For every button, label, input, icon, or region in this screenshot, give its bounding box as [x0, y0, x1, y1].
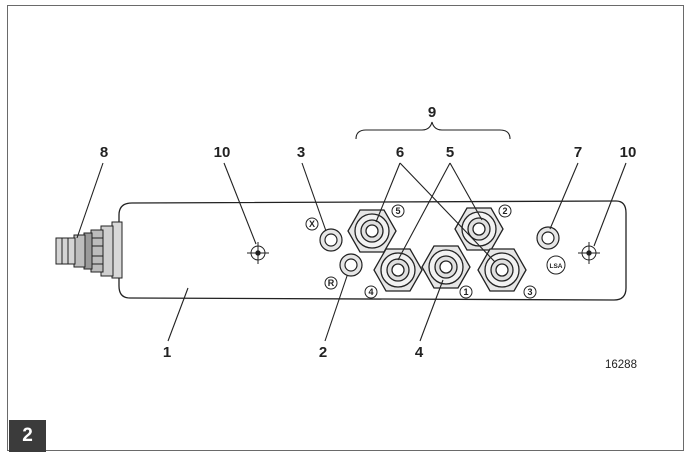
callout-7: 7: [574, 144, 582, 161]
leader-lines: [76, 162, 627, 342]
port-mark-1: 1: [459, 285, 473, 299]
callout-8: 8: [100, 144, 108, 161]
callout-3: 3: [297, 144, 305, 161]
callout-2: 2: [319, 344, 327, 361]
group-brace: [355, 121, 511, 140]
svg-text:5: 5: [395, 206, 400, 216]
callout-4: 4: [415, 344, 424, 361]
fitting-port-5: [347, 209, 397, 253]
port-mark-2: 2: [498, 204, 512, 218]
port-mark-r: R: [324, 276, 338, 290]
svg-text:4: 4: [368, 287, 373, 297]
port-mark-5: 5: [391, 204, 405, 218]
callout-10-left: 10: [214, 144, 231, 161]
fitting-port-2: [454, 207, 504, 251]
drawing-number: 16288: [605, 359, 637, 371]
callout-6: 6: [396, 144, 404, 161]
port-mark-x: X: [305, 217, 319, 231]
callout-9: 9: [428, 104, 436, 121]
svg-text:2: 2: [502, 206, 507, 216]
callout-10-right: 10: [620, 144, 637, 161]
port-mark-4: 4: [364, 285, 378, 299]
svg-text:X: X: [309, 219, 315, 229]
mounting-hole-left: [247, 242, 269, 264]
port-r: [339, 253, 363, 277]
fitting-port-4: [373, 248, 423, 292]
svg-text:LSA: LSA: [550, 263, 563, 270]
port-lsa: [536, 226, 560, 250]
electrical-connector: [55, 221, 123, 279]
port-mark-lsa: LSA: [546, 255, 566, 275]
port-mark-3: 3: [523, 285, 537, 299]
callout-5: 5: [446, 144, 454, 161]
svg-text:3: 3: [527, 287, 532, 297]
port-x: [319, 228, 343, 252]
figure-number-badge: 2: [9, 420, 46, 452]
mounting-hole-right: [578, 242, 600, 264]
callout-1: 1: [163, 344, 171, 361]
fitting-port-3: [477, 248, 527, 292]
svg-text:1: 1: [463, 287, 468, 297]
fitting-port-1: [421, 245, 471, 289]
svg-text:R: R: [328, 278, 335, 288]
